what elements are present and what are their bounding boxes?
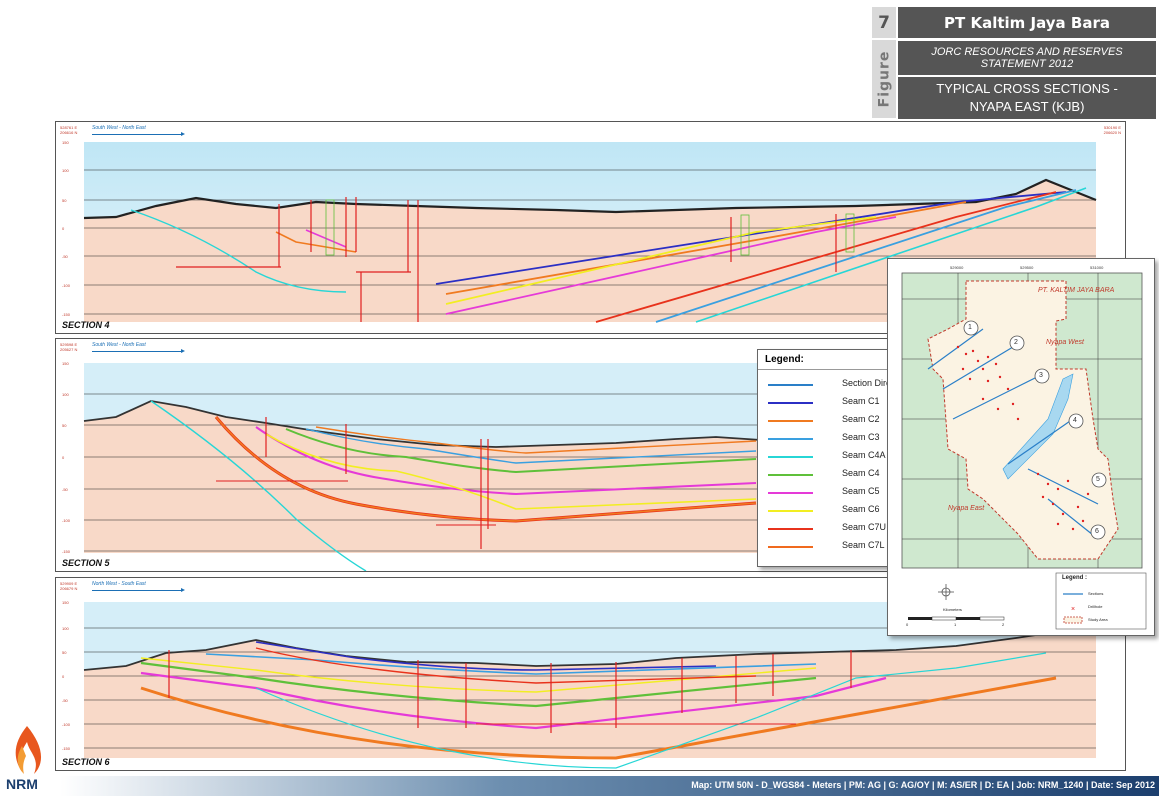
figure-title: TYPICAL CROSS SECTIONS - NYAPA EAST (KJB…	[898, 76, 1156, 119]
legend-title: Legend:	[758, 350, 925, 370]
legend-item-seam-c1: Seam C1	[758, 394, 925, 411]
map-company-label: PT. KALTIM JAYA BARA	[1038, 287, 1115, 294]
section-4-y-tick: -100	[62, 283, 71, 288]
map-legend-sections: Sections	[1088, 591, 1104, 596]
section-5-y-tick: -50	[62, 487, 68, 492]
map-grid-label: 531000	[1090, 265, 1104, 270]
map-legend-drillhole: Drillhole	[1088, 604, 1103, 609]
seam-line-icon	[768, 456, 813, 458]
seam-line-icon	[768, 492, 813, 494]
legend-item-seam-c3: Seam C3	[758, 430, 925, 447]
seam-line-icon	[768, 510, 813, 512]
legend-item-seam-c4a: Seam C4A	[758, 448, 925, 465]
section-4-y-tick: -150	[62, 312, 71, 317]
statement-subtitle: JORC RESOURCES AND RESERVES STATEMENT 20…	[898, 40, 1156, 75]
seam-line-icon	[768, 474, 813, 476]
map-area-east-label: Nyapa East	[948, 505, 985, 512]
section-4-y-tick: 100	[62, 168, 69, 173]
map-grid-label: 529000	[950, 265, 964, 270]
svg-text:×: ×	[1071, 606, 1075, 613]
legend-item-seam-c4: Seam C4	[758, 466, 925, 483]
section-5-direction-arrow	[92, 349, 185, 353]
map-section-number: 3	[1039, 372, 1043, 379]
section-4-direction-arrow	[92, 132, 185, 136]
company-name: PT Kaltim Jaya Bara	[898, 7, 1156, 38]
section-5-y-tick: -100	[62, 518, 71, 523]
location-map-drawing: ×	[901, 272, 1147, 630]
map-legend-title: Legend :	[1062, 575, 1087, 581]
section-4-y-tick: 0	[62, 226, 65, 231]
section-5-y-tick: 100	[62, 392, 69, 397]
map-grid-label: 529500	[1020, 265, 1034, 270]
section-4-y-tick: 50	[62, 198, 67, 203]
legend-item-seam-c7u: Seam C7U	[758, 520, 925, 537]
legend-item-seam-c2: Seam C2	[758, 412, 925, 429]
seam-line-icon	[768, 420, 813, 422]
footer-metadata: Map: UTM 50N - D_WGS84 - Meters | PM: AG…	[691, 780, 1155, 790]
section-5-y-tick: -150	[62, 549, 71, 554]
section-6-y-tick: -150	[62, 746, 71, 751]
map-section-number: 5	[1096, 476, 1100, 483]
map-legend-study-area: Study Area	[1088, 617, 1108, 622]
seam-line-icon	[768, 438, 813, 440]
section-4-drawing	[83, 142, 1097, 323]
map-scale-tick: 2	[1002, 622, 1005, 627]
section-direction-arrow-icon	[768, 384, 813, 386]
section-6-direction-arrow	[92, 588, 185, 592]
section-5-y-tick: 0	[62, 455, 65, 460]
map-section-number: 4	[1073, 417, 1077, 424]
section-6-y-tick: 0	[62, 674, 65, 679]
figure-number: 7	[872, 7, 898, 38]
seam-line-icon	[768, 402, 813, 404]
legend-item-seam-c5: Seam C5	[758, 484, 925, 501]
section-5-label: SECTION 5	[62, 558, 110, 568]
section-4-direction-label: South West - North East	[92, 125, 146, 131]
legend-item-seam-c6: Seam C6	[758, 502, 925, 519]
section-4-y-tick: -50	[62, 254, 68, 259]
section-4-label: SECTION 4	[62, 320, 110, 330]
section-6-label: SECTION 6	[62, 757, 110, 767]
map-section-number: 1	[968, 324, 972, 331]
section-4-y-tick: 150	[62, 140, 69, 145]
section-6-y-tick: 100	[62, 626, 69, 631]
location-map: × PT. KALTIM JAYA BARA Nyapa West Nyapa …	[887, 258, 1155, 636]
section-6-direction-label: North West - South East	[92, 581, 146, 587]
section-5-direction-label: South West - North East	[92, 342, 146, 348]
section-6-y-tick: 150	[62, 600, 69, 605]
nrm-logo-text: NRM	[6, 776, 38, 792]
map-scale-tick: 1	[954, 622, 957, 627]
section-6-y-tick: 50	[62, 650, 67, 655]
figure-label: Figure	[872, 40, 898, 118]
legend-item-section-direction: Section Direction	[758, 376, 925, 393]
map-section-number: 2	[1014, 339, 1018, 346]
section-5-y-tick: 50	[62, 423, 67, 428]
map-section-number: 6	[1095, 528, 1099, 535]
section-6-y-tick: -100	[62, 722, 71, 727]
seam-line-icon	[768, 528, 813, 530]
section-5-y-tick: 150	[62, 361, 69, 366]
nrm-flame-logo-icon	[15, 726, 42, 774]
map-scale-tick: 0	[906, 622, 909, 627]
legend-item-seam-c7l: Seam C7L	[758, 538, 925, 555]
footer-bar	[60, 776, 1159, 796]
map-area-west-label: Nyapa West	[1046, 339, 1084, 346]
title-block: 7 Figure PT Kaltim Jaya Bara JORC RESOUR…	[872, 7, 1156, 119]
section-6-y-tick: -50	[62, 698, 68, 703]
map-scale-label: Kilometers	[943, 607, 962, 612]
seam-line-icon	[768, 546, 813, 548]
